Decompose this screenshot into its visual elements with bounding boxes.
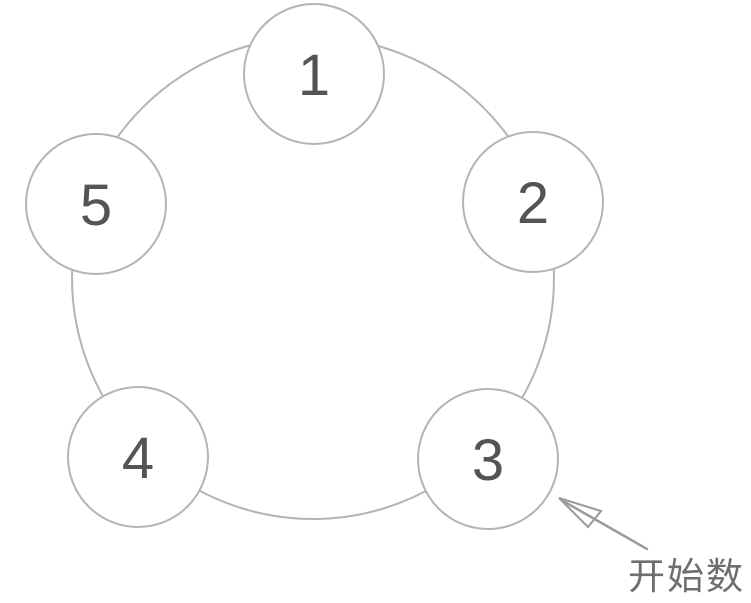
node-circle-5 xyxy=(25,133,167,275)
arrow-line-icon xyxy=(561,499,649,551)
node-label-1: 1 xyxy=(298,43,330,108)
node-circle-3 xyxy=(417,388,559,530)
node-circle-2 xyxy=(462,131,604,273)
node-label-2: 2 xyxy=(517,171,549,236)
node-label-5: 5 xyxy=(80,173,112,238)
node-5: 5 xyxy=(25,133,167,275)
node-4: 4 xyxy=(67,386,209,528)
node-1: 1 xyxy=(243,3,385,145)
node-3: 3 xyxy=(417,388,559,530)
annotation-label: 开始数 xyxy=(628,556,745,597)
node-label-4: 4 xyxy=(122,426,154,491)
node-label-3: 3 xyxy=(472,428,504,493)
start-annotation: 开始数 xyxy=(558,497,745,597)
node-2: 2 xyxy=(462,131,604,273)
node-circle-1 xyxy=(243,3,385,145)
node-circle-4 xyxy=(67,386,209,528)
